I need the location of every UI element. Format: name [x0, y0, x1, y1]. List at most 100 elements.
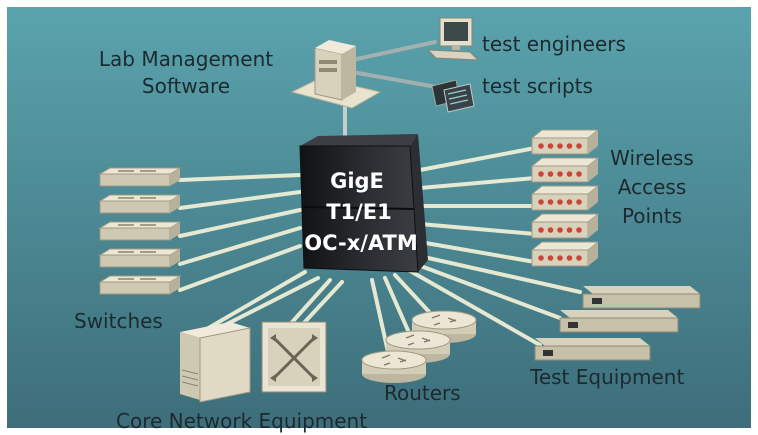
- switch-unit-3: [98, 221, 182, 241]
- hub-divider: [301, 206, 415, 210]
- test-equipment-group: [534, 286, 701, 361]
- link-core-3: [223, 276, 320, 327]
- hub-side: [410, 134, 428, 272]
- test-equipment-unit-3: [534, 338, 651, 361]
- router-arrows-icon: [381, 354, 407, 366]
- wireless-label-line-2: Access: [618, 175, 686, 199]
- unit-front: [534, 345, 651, 361]
- server-drive-2: [319, 68, 337, 72]
- link-lab-to-engineers: [350, 40, 437, 62]
- access-point-unit-1: [530, 129, 600, 155]
- test-equipment-unit-1: [582, 286, 701, 309]
- switch-front: [99, 200, 171, 214]
- ap-top: [530, 241, 600, 251]
- switch-front: [99, 227, 171, 241]
- switch-side: [170, 195, 180, 213]
- ap-led-icon: [576, 171, 582, 177]
- unit-top: [583, 286, 700, 294]
- core-cabinet-top: [180, 322, 250, 338]
- unit-front: [559, 317, 679, 333]
- link-ap-4: [418, 222, 537, 236]
- link-core-1: [300, 280, 344, 327]
- core-cabinet-side: [180, 332, 200, 400]
- switch-front: [99, 173, 171, 187]
- router-arrows-icon: [405, 334, 431, 346]
- link-switch-4: [178, 226, 302, 266]
- ap-side: [588, 186, 598, 210]
- link-switch-1: [178, 173, 302, 182]
- link-test-eq-2: [408, 260, 562, 320]
- lab-management-label-line-1: Lab Management: [99, 47, 273, 71]
- core-cabinet-vent: [181, 381, 199, 387]
- ap-led-icon: [557, 171, 563, 177]
- ap-led-icon: [538, 143, 544, 149]
- wireless-label-line-3: Points: [622, 204, 682, 228]
- link-test-eq-1: [413, 253, 582, 294]
- link-lab-to-scripts: [350, 70, 444, 90]
- switch-side: [170, 168, 180, 186]
- unit-port: [568, 322, 578, 328]
- hub-label-line-2: T1/E1: [326, 200, 392, 224]
- unit-top: [535, 338, 650, 346]
- ap-top: [530, 185, 600, 195]
- ap-top: [530, 157, 600, 167]
- hub-label-line-3: OC-x/ATM: [304, 231, 418, 255]
- wireless-access-points-stack: [530, 129, 600, 267]
- central-hub-chassis: [299, 134, 428, 273]
- ap-led-icon: [538, 227, 544, 233]
- router-top: [361, 350, 427, 370]
- test-equipment-unit-2: [559, 310, 679, 333]
- monitor-screen: [444, 22, 468, 41]
- ap-side: [588, 158, 598, 182]
- server-front: [314, 47, 343, 101]
- test-scripts-label: test scripts: [482, 74, 593, 98]
- ap-led-icon: [557, 199, 563, 205]
- test-engineers-label: test engineers: [482, 32, 626, 56]
- server-side: [342, 46, 356, 100]
- crossconnect-icon: [272, 336, 316, 380]
- unit-port: [543, 350, 553, 356]
- router-arrows-icon: [431, 314, 457, 326]
- link-router-3: [370, 278, 390, 354]
- router-top: [411, 310, 477, 330]
- server-drive-1: [319, 60, 337, 64]
- ap-top: [530, 213, 600, 223]
- hub-top: [300, 134, 418, 146]
- link-router-1: [393, 273, 434, 317]
- switch-front: [99, 281, 171, 295]
- ap-side: [588, 242, 598, 266]
- ap-led-icon: [547, 143, 554, 149]
- switch-unit-2: [98, 194, 182, 214]
- script-line: [449, 99, 469, 105]
- ap-led-icon: [566, 255, 573, 261]
- core-network-equipment: [180, 321, 327, 403]
- ap-led-icon: [566, 143, 573, 149]
- crossconnect-arrowheads-icon: [270, 334, 318, 382]
- ap-led-icon: [547, 227, 554, 233]
- server-top: [315, 40, 356, 54]
- ap-led-icon: [557, 227, 563, 233]
- link-switch-5: [178, 244, 302, 292]
- core-cabinet-vent: [181, 369, 199, 375]
- ap-side: [588, 214, 598, 238]
- switch-unit-1: [98, 167, 182, 187]
- ap-led-icon: [547, 255, 554, 261]
- connection-lines: [178, 40, 582, 354]
- access-point-unit-3: [530, 185, 600, 211]
- link-test-eq-3: [403, 266, 542, 347]
- access-point-unit-4: [530, 213, 600, 239]
- ap-led-icon: [557, 255, 563, 261]
- ap-led-icon: [538, 171, 544, 177]
- switch-side: [170, 222, 180, 240]
- unit-front: [582, 293, 701, 309]
- switch-side: [170, 276, 180, 294]
- core-network-label: Core Network Equipment: [116, 409, 367, 433]
- ap-led-icon: [576, 199, 582, 205]
- ap-led-icon: [557, 143, 563, 149]
- link-router-2: [383, 276, 412, 337]
- ap-led-icon: [566, 171, 573, 177]
- link-ap-1: [418, 146, 537, 172]
- ap-led-icon: [538, 255, 544, 261]
- switch-unit-5: [98, 275, 182, 295]
